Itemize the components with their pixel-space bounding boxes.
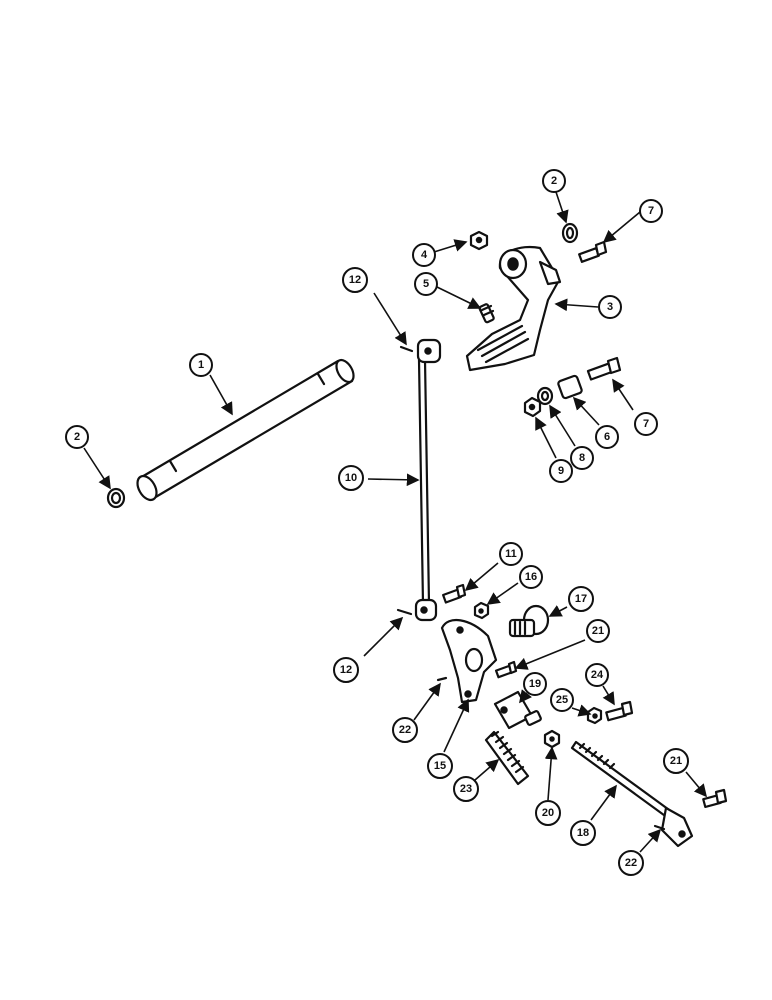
bolt-21-middle: [494, 660, 518, 679]
callout-8: 8: [570, 446, 594, 470]
callout-25: 25: [550, 688, 574, 712]
stud-17: [508, 604, 550, 638]
callout-4: 4: [412, 243, 436, 267]
svg-text:9: 9: [558, 465, 564, 477]
snap-ring-left: [106, 487, 126, 509]
spring-pin-5: [478, 303, 495, 324]
callout-6: 6: [595, 425, 619, 449]
svg-text:15: 15: [434, 760, 446, 772]
leader-lines: [83, 191, 708, 853]
callout-7-top: 7: [639, 199, 663, 223]
callout-21-middle: 21: [586, 619, 610, 643]
washer-8: [536, 386, 554, 406]
nut-16: [473, 601, 490, 620]
svg-text:22: 22: [399, 724, 411, 736]
snap-ring-top: [561, 222, 579, 244]
svg-text:23: 23: [460, 783, 472, 795]
svg-text:8: 8: [579, 452, 585, 464]
callout-18: 18: [570, 820, 596, 846]
svg-text:1: 1: [198, 359, 204, 371]
cotter-pin-22-lower: [653, 824, 666, 831]
svg-text:4: 4: [421, 249, 428, 261]
bolt-7-lower: [586, 356, 622, 381]
shaft-part: [136, 358, 355, 502]
arm-15: [440, 618, 498, 704]
callout-1: 1: [189, 353, 213, 377]
callout-20: 20: [535, 800, 561, 826]
svg-text:21: 21: [592, 625, 604, 637]
svg-text:12: 12: [340, 664, 352, 676]
svg-text:19: 19: [529, 678, 541, 690]
callout-16: 16: [519, 565, 543, 589]
svg-text:25: 25: [556, 694, 568, 706]
callout-21-lower: 21: [663, 748, 689, 774]
callout-5: 5: [414, 272, 438, 296]
callout-10: 10: [338, 465, 364, 491]
svg-text:5: 5: [423, 278, 429, 290]
bushing-6: [557, 374, 583, 400]
svg-text:22: 22: [625, 857, 637, 869]
spring-23: [484, 730, 530, 786]
callout-2-top: 2: [542, 169, 566, 193]
svg-text:12: 12: [349, 274, 361, 286]
cotter-pin-12-top: [399, 345, 414, 353]
svg-text:16: 16: [525, 571, 537, 583]
bolt-7-top: [578, 240, 608, 263]
nut-9: [523, 396, 542, 418]
callout-22-left: 22: [392, 717, 418, 743]
bolt-11: [442, 583, 467, 604]
nut-4: [469, 230, 489, 251]
nut-20: [543, 729, 561, 749]
callout-15: 15: [427, 753, 453, 779]
callout-3: 3: [598, 295, 622, 319]
callout-12-top: 12: [342, 267, 368, 293]
svg-text:6: 6: [604, 431, 610, 443]
pedal-part: [465, 245, 562, 372]
callout-17: 17: [568, 586, 594, 612]
svg-text:2: 2: [551, 175, 557, 187]
bolt-21-lower: [702, 788, 728, 809]
svg-text:3: 3: [607, 301, 613, 313]
cotter-pin-22-left: [436, 676, 448, 682]
svg-text:10: 10: [345, 472, 357, 484]
svg-text:24: 24: [591, 669, 604, 681]
clevis-19: [493, 690, 542, 730]
callout-9: 9: [549, 459, 573, 483]
svg-text:7: 7: [648, 205, 654, 217]
svg-text:11: 11: [505, 548, 517, 560]
svg-text:17: 17: [575, 593, 587, 605]
callout-11: 11: [499, 542, 523, 566]
svg-text:7: 7: [643, 418, 649, 430]
svg-text:2: 2: [74, 431, 80, 443]
svg-text:20: 20: [542, 807, 554, 819]
callout-19: 19: [523, 672, 547, 696]
callout-22-lower: 22: [618, 850, 644, 876]
rod-10: [414, 338, 442, 622]
bolt-24: [605, 700, 634, 722]
callout-24: 24: [585, 663, 609, 687]
svg-text:21: 21: [670, 755, 682, 767]
callout-7-lower: 7: [634, 412, 658, 436]
nut-25: [586, 706, 603, 725]
callout-12-lower: 12: [333, 657, 359, 683]
callout-2-left: 2: [65, 425, 89, 449]
rod-18: [570, 740, 694, 848]
cotter-pin-12-lower: [396, 608, 413, 616]
svg-text:18: 18: [577, 827, 589, 839]
callout-23: 23: [453, 776, 479, 802]
